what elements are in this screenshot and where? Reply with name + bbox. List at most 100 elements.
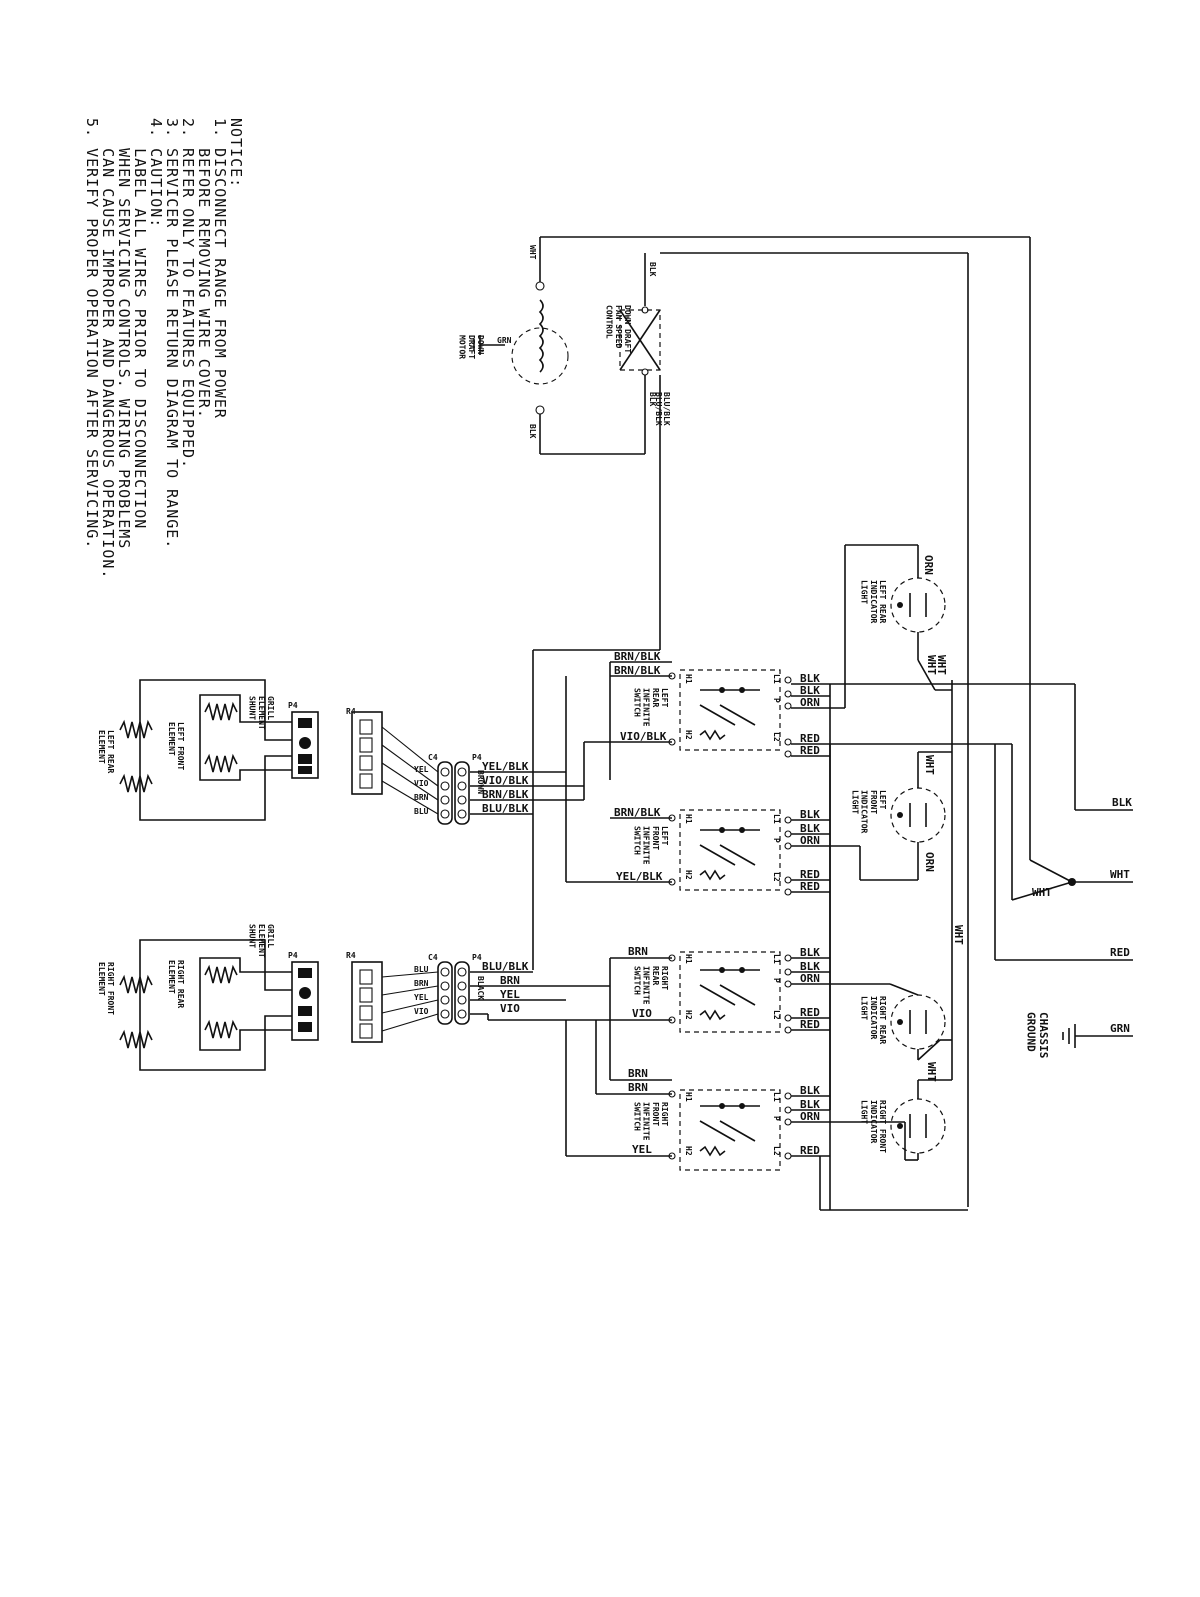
lr-r4-label: R4: [346, 707, 356, 716]
sw3-p-wrap: P: [772, 978, 781, 983]
notice-line-5: 4. CAUTION:: [147, 118, 165, 228]
sw1-red-label: RED: [800, 732, 820, 745]
notice-line-3: 2. REFER ONLY TO FEATURES EQUIPPED.: [179, 118, 197, 469]
re-front-wrap: RIGHT FRONTELEMENT: [97, 962, 115, 1015]
sw2-yelblk-label: YEL/BLK: [616, 870, 663, 883]
ctrl-blublk-label-2: BLU/BLK: [654, 392, 663, 426]
light4-name-wrap: RIGHT FRONTINDICATORLIGHT: [860, 1100, 887, 1153]
sw1-red-label-2: RED: [800, 744, 820, 757]
light-right-rear: WHT RIGHT REARINDICATORLIGHT: [860, 983, 946, 1082]
sw4-blk-label: BLK: [800, 1084, 820, 1097]
motor-wht-wrap: WHT: [528, 245, 537, 260]
power-wht-branch-label: WHT: [1032, 886, 1052, 899]
switch-left-rear: BRN/BLK BRN/BLK VIO/BLK BLK BLK ORN RED …: [565, 650, 845, 800]
rp-wire-1: BLU/BLK: [482, 960, 529, 973]
sw1-blk-label-2: BLK: [800, 684, 820, 697]
le-front-label: LEFT FRONTELEMENT: [167, 722, 185, 770]
le-front-wrap: LEFT FRONTELEMENT: [167, 722, 185, 770]
ctrl-blk-top-label: BLK: [648, 262, 657, 277]
sw1-h1-wrap: H1: [684, 674, 693, 684]
sw4-h1-wrap: H1: [684, 1092, 693, 1102]
ctrl-blk-top-wrap: BLK: [648, 262, 657, 277]
rc-c4-label: C4: [428, 953, 438, 962]
light1-orn-label: ORN: [922, 555, 935, 575]
rc-wire-3: YEL: [414, 993, 429, 1002]
sw4-h2: H2: [684, 1146, 693, 1156]
motor-wht-label: WHT: [528, 245, 537, 260]
downdraft-control-label: DOWN DRAFTFAN SPEEDCONTROL: [605, 305, 632, 353]
sw2-blk-label: BLK: [800, 808, 820, 821]
sw4-l2-wrap: L2: [772, 1146, 781, 1156]
light3-name-wrap: RIGHT REARINDICATORLIGHT: [860, 996, 887, 1044]
light2-name-wrap: LEFTFRONTINDICATORLIGHT: [850, 790, 887, 834]
sw3-name: RIGHTREARINFINITESWITCH: [632, 966, 669, 1005]
sw3-red-label-2: RED: [800, 1018, 820, 1031]
rp-black-label: BLACK: [476, 976, 485, 1000]
wht-bus-label: WHT: [952, 925, 965, 945]
light1-name-wrap: LEFT REARINDICATORLIGHT: [860, 580, 887, 624]
re-rear-label: RIGHT REARELEMENT: [167, 960, 185, 1008]
light3-name: RIGHT REARINDICATORLIGHT: [860, 996, 887, 1044]
rp-p4-label: P4: [472, 953, 482, 962]
rc-wire-2: BRN: [414, 979, 429, 988]
notice-title: NOTICE:: [227, 118, 245, 188]
sw2-name: LEFTFRONTINFINITESWITCH: [632, 826, 669, 865]
light-left-rear: ORN WHT LEFT REARINDICATORLIGHT: [844, 544, 946, 708]
indicator-lights: ORN WHT LEFT REARINDICATORLIGHT WHT ORN …: [844, 544, 965, 1161]
power-red-label: RED: [1110, 946, 1130, 959]
rr-r4-label: R4: [346, 951, 356, 960]
sw3-h1: H1: [684, 954, 693, 964]
motor-label-wrap: DOWNDRAFTMOTOR: [458, 335, 485, 359]
power-grn-label: GRN: [1110, 1022, 1130, 1035]
lc-wire-4: BLU: [414, 807, 429, 816]
sw2-red-label: RED: [800, 868, 820, 881]
sw4-h2-wrap: H2: [684, 1146, 693, 1156]
sw4-orn-label: ORN: [800, 1110, 820, 1123]
rp-wire-3: YEL: [500, 988, 520, 1001]
sw3-h1-wrap: H1: [684, 954, 693, 964]
sw4-name: RIGHTFRONTINFINITESWITCH: [632, 1102, 669, 1141]
sw1-vioblk-label: VIO/BLK: [620, 730, 667, 743]
notice-line-6: LABEL ALL WIRES PRIOR TO DISCONNECTION: [131, 118, 149, 529]
sw2-name-wrap: LEFTFRONTINFINITESWITCH: [632, 826, 669, 865]
notice-line-2: BEFORE REMOVING WIRE COVER.: [195, 118, 213, 419]
re-rear-wrap: RIGHT REARELEMENT: [167, 960, 185, 1008]
notice-line-8: CAN CAUSE IMPROPER AND DANGEROUS OPERATI…: [99, 118, 117, 579]
rp-wire-4: VIO: [500, 1002, 520, 1015]
ctrl-blublk-wrap-2: BLU/BLK: [654, 392, 663, 426]
lp-wire-3: BRN/BLK: [482, 788, 529, 801]
sw3-red-label: RED: [800, 1006, 820, 1019]
sw3-l2-wrap: L2: [772, 1010, 781, 1020]
sw1-l1-wrap: L1: [772, 674, 781, 684]
sw3-l2: L2: [772, 1010, 781, 1020]
lp-wire-2: VIO/BLK: [482, 774, 529, 787]
sw3-orn-label: ORN: [800, 972, 820, 985]
ctrl-label-wrap: DOWN DRAFTFAN SPEEDCONTROL: [605, 305, 632, 353]
sw1-h2: H2: [684, 730, 693, 740]
sw4-brn-label-2: BRN: [628, 1081, 648, 1094]
sw1-p-wrap: P: [772, 698, 781, 703]
re-p4-label: P4: [288, 951, 298, 960]
re-shunt-wrap: GRILLELEMENTSHUNT: [248, 924, 275, 958]
light2-name: LEFTFRONTINDICATORLIGHT: [850, 790, 887, 834]
sw4-l1: L1: [772, 1092, 781, 1102]
re-front-label: RIGHT FRONTELEMENT: [97, 962, 115, 1015]
sw1-l2: L2: [772, 732, 781, 742]
sw4-h1: H1: [684, 1092, 693, 1102]
rc-wire-4: VIO: [414, 1007, 429, 1016]
sw2-h1-wrap: H1: [684, 814, 693, 824]
power-wht-label: WHT: [1110, 868, 1130, 881]
notice-line-1: 1. DISCONNECT RANGE FROM POWER: [211, 118, 229, 419]
le-p4-label: P4: [288, 701, 298, 710]
notice-line-7: WHEN SERVICING CONTROLS. WIRING PROBLEMS: [115, 118, 133, 549]
sw1-brnblk-label-2: BRN/BLK: [614, 664, 661, 677]
le-rear-label: LEFT REARELEMENT: [97, 730, 115, 774]
downdraft-section: GRN WHT BLK DOWNDRAFTMOTOR BLK BLK BLU/B…: [458, 237, 671, 970]
sw3-p: P: [772, 978, 781, 983]
wht-bus-label-2: WHT: [935, 655, 948, 675]
notice-line-9: 5. VERIFY PROPER OPERATION AFTER SERVICI…: [83, 118, 101, 549]
light-left-front: WHT ORN LEFTFRONTINDICATORLIGHT: [850, 752, 946, 881]
light1-wht-label: WHT: [925, 655, 938, 675]
lp-brown-label: BROWN: [476, 770, 485, 794]
